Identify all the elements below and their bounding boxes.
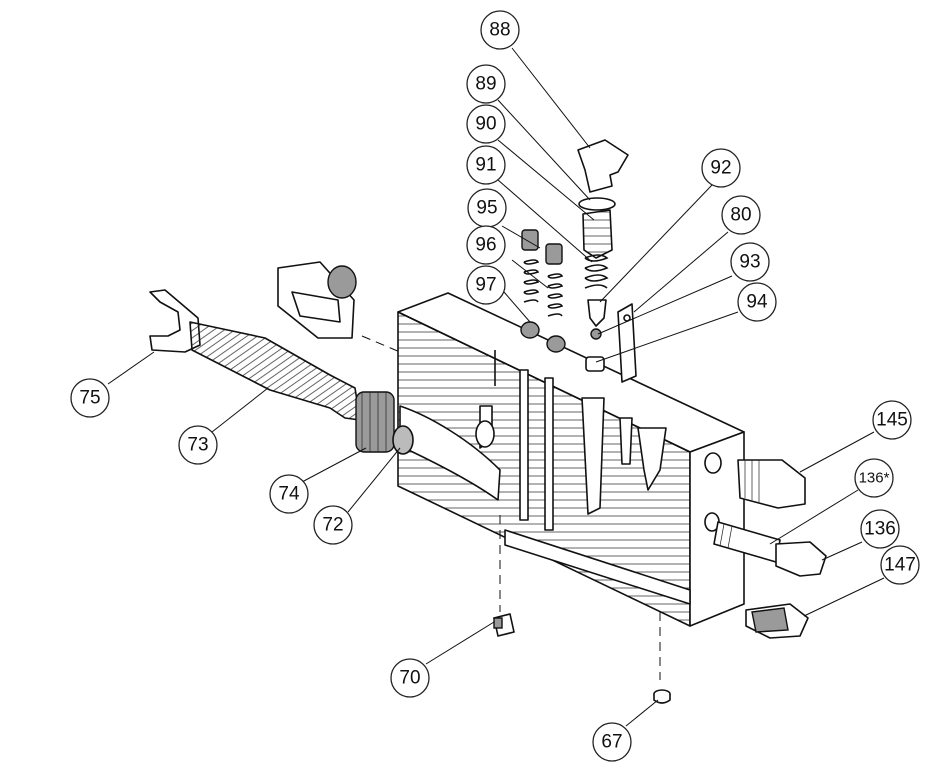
callout-74-label: 74 [278, 484, 300, 505]
callout-92: 92 [701, 148, 741, 188]
callout-97: 97 [466, 265, 506, 305]
callout-80-label: 80 [730, 205, 751, 226]
callout-136-star: 136* [854, 458, 894, 498]
callout-147-label: 147 [884, 555, 916, 576]
callout-72: 72 [313, 505, 353, 545]
bracket-part [277, 261, 357, 339]
part-75-yoke [149, 289, 201, 353]
callout-70: 70 [390, 658, 430, 698]
callout-73-label: 73 [187, 435, 208, 456]
part-70-clip [493, 613, 515, 637]
part-91-spring [584, 254, 609, 289]
part-80-plate [617, 303, 637, 383]
callout-90: 90 [466, 104, 506, 144]
callout-88: 88 [480, 10, 520, 50]
part-92-valve [587, 299, 607, 327]
leader-lines [107, 47, 885, 727]
callout-147: 147 [880, 545, 920, 585]
callout-91-label: 91 [475, 155, 496, 176]
callout-94-label: 94 [746, 292, 768, 313]
callout-93: 93 [730, 242, 770, 282]
callout-72-label: 72 [322, 515, 343, 536]
part-90-stem [582, 209, 613, 259]
callout-90-label: 90 [475, 114, 496, 135]
callout-96-label: 96 [475, 235, 496, 256]
callout-89-label: 89 [475, 74, 496, 95]
callout-136-label: 136 [864, 519, 896, 540]
part-96-springs [523, 259, 564, 317]
callout-70-label: 70 [399, 668, 420, 689]
valve-body [397, 292, 745, 627]
callout-136: 136 [860, 509, 900, 549]
callout-145-label: 145 [876, 410, 908, 431]
part-94-seat [585, 356, 605, 372]
part-74-threaded-coupling [355, 391, 395, 453]
part-93-ball [590, 328, 602, 340]
part-95-plugs [521, 229, 563, 265]
part-67-cap [653, 689, 671, 704]
callout-75: 75 [70, 378, 110, 418]
callout-89: 89 [466, 64, 506, 104]
part-147-fitting [745, 603, 809, 639]
callout-75-label: 75 [79, 388, 100, 409]
part-97-balls [520, 321, 566, 353]
callout-145: 145 [872, 400, 912, 440]
part-136-elbow [775, 541, 827, 577]
callout-88-label: 88 [489, 20, 510, 41]
part-89-washer [578, 197, 616, 211]
callout-96: 96 [466, 225, 506, 265]
part-88-knob [577, 139, 629, 193]
callout-91: 91 [466, 145, 506, 185]
callout-136-star-label: 136* [859, 470, 890, 487]
callout-95-label: 95 [476, 198, 497, 219]
callout-80: 80 [721, 195, 761, 235]
callout-67: 67 [592, 722, 632, 762]
callout-97-label: 97 [475, 275, 496, 296]
callout-92-label: 92 [710, 158, 731, 179]
callout-73: 73 [178, 425, 218, 465]
part-72-disc [392, 425, 414, 455]
assembly-centerlines [361, 335, 661, 680]
part-145-elbow [737, 459, 806, 509]
part-73-shaft [189, 321, 361, 421]
callout-67-label: 67 [601, 732, 622, 753]
callout-93-label: 93 [739, 252, 760, 273]
callout-95: 95 [467, 188, 507, 228]
callout-74: 74 [269, 474, 309, 514]
callout-94: 94 [737, 282, 777, 322]
